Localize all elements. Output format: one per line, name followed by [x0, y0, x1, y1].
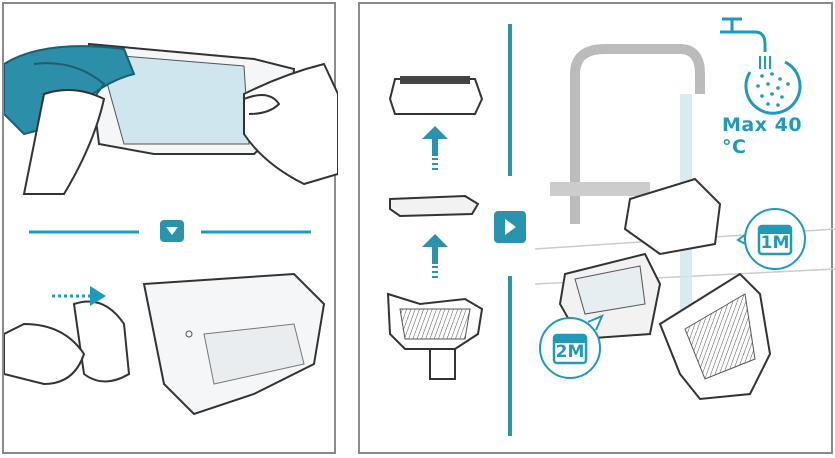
faucet-washing-illustration	[534, 44, 835, 401]
calendar-icon	[757, 224, 793, 256]
calendar-badge-1m	[736, 208, 806, 270]
badge-1m-label: 1M	[760, 233, 790, 253]
faucet-icon	[720, 17, 771, 69]
arrow-up-icon	[422, 234, 448, 278]
right-instruction-panel: Max 40 °C 1M 2M	[358, 2, 835, 454]
arrow-up-icon	[422, 126, 448, 170]
badge-2m-label: 2M	[555, 342, 585, 362]
shower-head-icon	[744, 60, 802, 115]
mesh-filter-part	[386, 292, 484, 380]
left-illustration	[4, 42, 338, 416]
foam-filter-part	[389, 194, 480, 218]
chevron-right-icon	[494, 211, 526, 243]
calendar-badge-2m	[539, 314, 604, 379]
filter-insertion-illustration	[4, 272, 326, 416]
chevron-down-icon	[160, 220, 184, 242]
dust-container-emptying-illustration	[4, 42, 338, 195]
right-illustration	[386, 17, 835, 436]
left-instruction-panel	[2, 2, 338, 454]
calendar-icon	[552, 333, 588, 365]
max-temperature-label: Max 40 °C	[722, 114, 803, 158]
filter-frame-part	[388, 76, 484, 115]
